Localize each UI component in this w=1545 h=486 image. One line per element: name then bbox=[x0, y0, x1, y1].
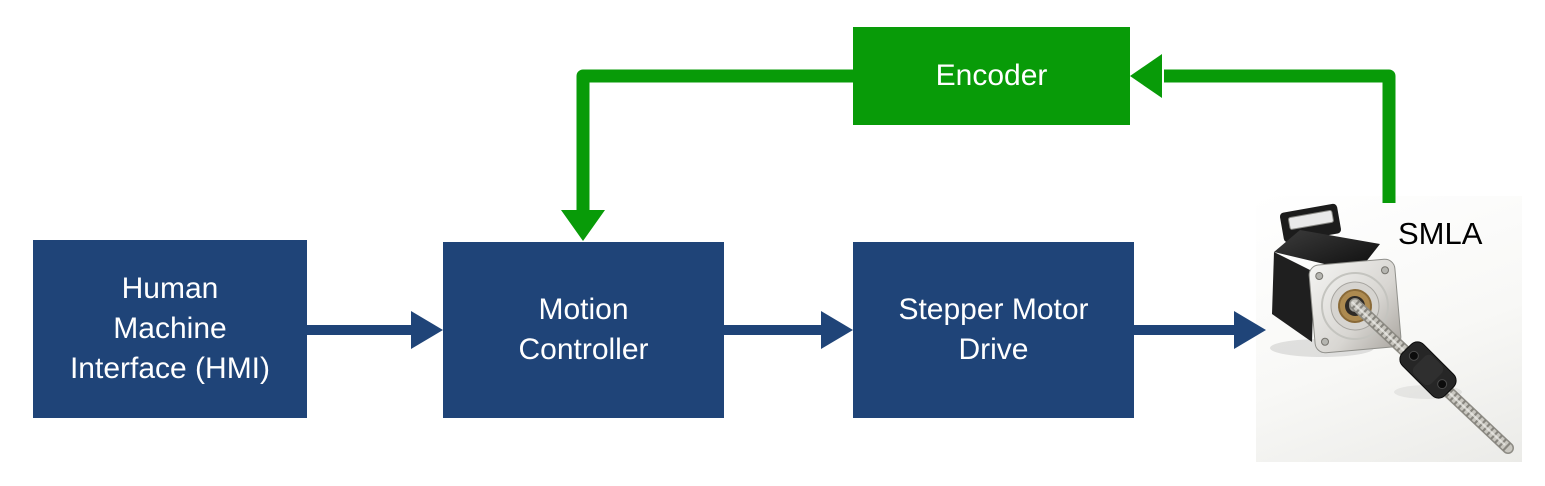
feedback-encoder-to-motion-controller bbox=[561, 69, 853, 241]
smla-actuator-photo bbox=[1256, 196, 1522, 462]
node-motion-controller: Motion Controller bbox=[443, 242, 724, 418]
node-hmi-label-line1: Human bbox=[121, 272, 219, 305]
node-hmi: Human Machine Interface (HMI) bbox=[33, 240, 307, 418]
node-motion-controller-label-line1: Motion bbox=[538, 293, 629, 326]
node-stepper-motor-drive: Stepper Motor Drive bbox=[853, 242, 1134, 418]
node-encoder: Encoder bbox=[853, 27, 1130, 125]
node-hmi-label-line2: Machine bbox=[113, 312, 227, 345]
motor-connector bbox=[1279, 203, 1342, 243]
smla-label: SMLA bbox=[1398, 216, 1483, 251]
node-encoder-label: Encoder bbox=[935, 59, 1048, 92]
arrow-motion-controller-to-stepper-drive bbox=[724, 311, 853, 349]
arrow-stepper-drive-to-smla bbox=[1134, 311, 1266, 349]
node-motion-controller-label-line2: Controller bbox=[518, 333, 649, 366]
node-hmi-label-line3: Interface (HMI) bbox=[69, 352, 271, 385]
node-stepper-motor-drive-label-line1: Stepper Motor bbox=[898, 293, 1089, 326]
node-stepper-motor-drive-label-line2: Drive bbox=[958, 333, 1029, 366]
arrow-hmi-to-motion-controller bbox=[307, 311, 443, 349]
motor-left-face bbox=[1272, 252, 1314, 342]
feedback-smla-to-encoder bbox=[1130, 54, 1396, 203]
flange-nut bbox=[1399, 341, 1457, 399]
stepper-motor-image bbox=[1270, 203, 1514, 454]
